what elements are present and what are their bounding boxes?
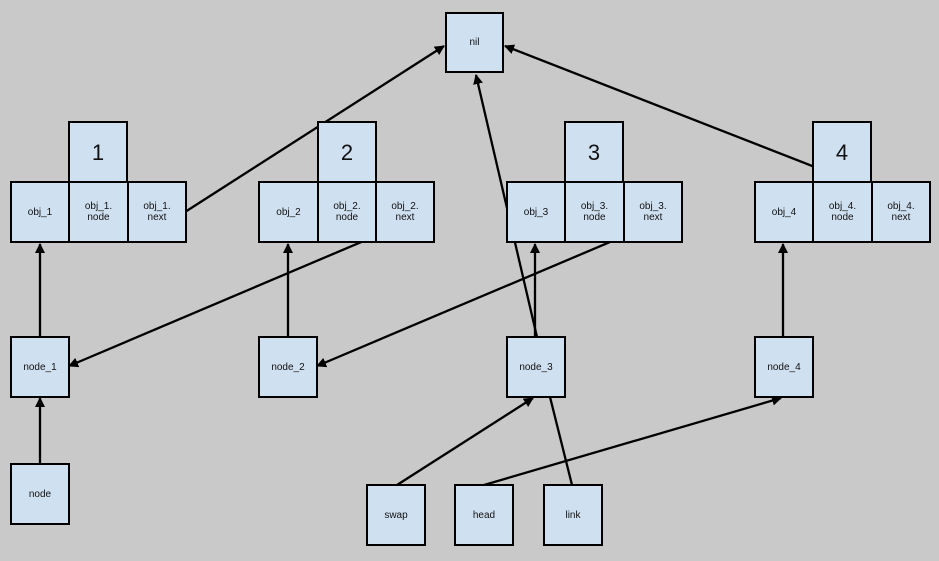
- obj-3-number: 3: [587, 139, 601, 165]
- node-var-box: node: [10, 463, 70, 525]
- obj-4-number: 4: [835, 139, 849, 165]
- obj-1-label: obj_1: [27, 206, 53, 218]
- obj-2-number-box: 2: [317, 121, 377, 183]
- obj-4-cell: obj_4: [754, 181, 814, 243]
- node-2-label: node_2: [271, 361, 305, 373]
- obj-2-node-cell: obj_2. node: [317, 181, 377, 243]
- node-1-box: node_1: [10, 336, 70, 398]
- nil-label: nil: [469, 37, 480, 48]
- node-var-label: node: [28, 488, 52, 500]
- obj-2-number: 2: [340, 139, 354, 165]
- node-3-box: node_3: [506, 336, 566, 398]
- obj-1-next-cell: obj_1. next: [127, 181, 187, 243]
- node-2-box: node_2: [258, 336, 318, 398]
- obj-3-next-cell: obj_3. next: [623, 181, 683, 243]
- obj-1-node-label: obj_1. node: [84, 201, 113, 223]
- obj-1-cell: obj_1: [10, 181, 70, 243]
- head-var-label: head: [472, 509, 496, 521]
- node-4-label: node_4: [767, 361, 801, 373]
- obj-4-next-label: obj_4. next: [887, 201, 915, 223]
- obj-2-node-label: obj_2. node: [333, 201, 361, 223]
- arrow-head-to-node4: [483, 395, 782, 487]
- swap-var-box: swap: [366, 484, 426, 546]
- obj-3-next-label: obj_3. next: [639, 201, 667, 223]
- link-var-box: link: [543, 484, 603, 546]
- node-1-label: node_1: [23, 361, 57, 373]
- node-3-label: node_3: [519, 361, 553, 373]
- link-var-label: link: [565, 509, 581, 521]
- obj-1-node-cell: obj_1. node: [68, 181, 129, 243]
- obj-1-number: 1: [91, 139, 105, 165]
- obj-1-number-box: 1: [68, 121, 128, 183]
- obj-4-next-cell: obj_4. next: [871, 181, 931, 243]
- obj-4-node-label: obj_4. node: [828, 201, 857, 223]
- obj-2-next-label: obj_2. next: [391, 201, 419, 223]
- obj-3-number-box: 3: [564, 121, 624, 183]
- line-link-to-node3: [548, 396, 574, 486]
- obj-4-number-box: 4: [812, 121, 872, 183]
- obj-4-label: obj_4: [771, 206, 797, 218]
- obj-3-node-cell: obj_3. node: [564, 181, 625, 243]
- obj-3-label: obj_3: [523, 206, 549, 218]
- nil-box: nil: [445, 12, 504, 73]
- obj-2-label: obj_2: [276, 206, 301, 218]
- obj-2-cell: obj_2: [258, 181, 319, 243]
- obj-3-node-label: obj_3. node: [580, 201, 609, 223]
- obj-3-cell: obj_3: [506, 181, 566, 243]
- head-var-box: head: [454, 484, 514, 546]
- obj-2-next-cell: obj_2. next: [375, 181, 435, 243]
- obj-4-node-cell: obj_4. node: [812, 181, 873, 243]
- swap-var-label: swap: [384, 509, 408, 521]
- node-4-box: node_4: [754, 336, 814, 398]
- arrow-swap-to-node3: [396, 397, 534, 486]
- obj-1-next-label: obj_1. next: [143, 201, 171, 223]
